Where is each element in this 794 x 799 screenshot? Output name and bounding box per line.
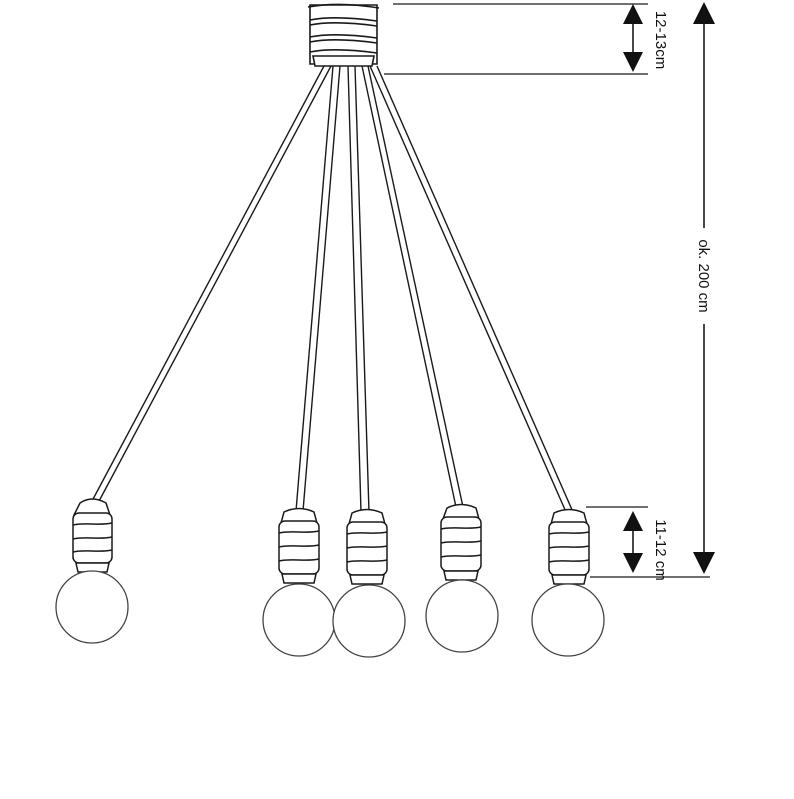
- cable: [376, 65, 574, 513]
- arrow-down-icon: [693, 552, 715, 574]
- socket-base: [551, 574, 587, 585]
- cables: [91, 65, 574, 513]
- light-bulb: [55, 570, 129, 644]
- arrow-up-icon: [623, 4, 643, 24]
- socket-cap: [348, 508, 386, 525]
- socket-base: [75, 562, 110, 573]
- cable: [361, 65, 457, 508]
- socket-ring: [548, 545, 590, 549]
- arrow-down-icon: [623, 553, 643, 573]
- label-backdrop: [697, 228, 713, 324]
- cable: [302, 65, 341, 512]
- light-bulb: [262, 583, 336, 657]
- light-bulb: [531, 583, 605, 657]
- canopy-collar: [312, 55, 375, 67]
- socket-ring: [346, 559, 388, 563]
- socket-ring: [278, 530, 320, 534]
- cable: [347, 65, 362, 513]
- arrow-up-icon: [623, 511, 643, 531]
- socket-ring: [346, 545, 388, 549]
- socket-ring: [72, 549, 113, 553]
- socket-cap: [441, 503, 480, 520]
- canopy-band: [309, 48, 378, 54]
- socket-cap: [550, 508, 588, 525]
- socket-ring: [440, 526, 482, 530]
- pendant-lamp: [262, 507, 336, 657]
- total-length-label: ok. 200 cm: [695, 239, 712, 312]
- socket-ring: [278, 544, 320, 548]
- canopy-band: [309, 38, 378, 44]
- pendant-lamp: [425, 503, 499, 653]
- arrow-up-icon: [693, 2, 715, 24]
- socket: [440, 516, 482, 572]
- total-length-dimension: ok. 200 cm: [693, 2, 715, 574]
- socket: [278, 520, 320, 575]
- socket: [346, 521, 388, 576]
- socket-ring: [346, 531, 388, 535]
- socket-ring: [440, 554, 482, 558]
- canopy: [307, 3, 380, 67]
- cable: [91, 65, 325, 502]
- socket-base: [349, 574, 385, 585]
- socket-ring: [72, 536, 113, 540]
- canopy-band: [309, 21, 378, 27]
- arrow-down-icon: [623, 52, 643, 72]
- canopy-height-dimension: 12-13cm: [384, 3, 669, 75]
- canopy-band: [309, 16, 378, 22]
- socket-ring: [72, 522, 113, 526]
- light-bulb: [425, 579, 499, 653]
- socket-ring: [548, 531, 590, 535]
- socket-height-label: 11-12 cm: [652, 519, 669, 580]
- canopy-band: [309, 33, 378, 39]
- cable: [367, 65, 464, 508]
- socket-ring: [548, 559, 590, 563]
- cable: [295, 65, 334, 512]
- socket-base: [443, 570, 479, 581]
- pendant-lamp: [332, 508, 406, 658]
- socket: [548, 521, 590, 576]
- socket-cap: [72, 498, 112, 516]
- cable: [369, 65, 567, 513]
- socket-base: [281, 573, 317, 584]
- socket-ring: [278, 558, 320, 562]
- socket-cap: [280, 507, 318, 524]
- canopy-band-top: [307, 3, 380, 9]
- canopy-height-label: 12-13cm: [652, 11, 669, 69]
- cable: [97, 65, 332, 504]
- pendant-lamp: [55, 498, 129, 644]
- pendant-lamp: [531, 508, 605, 657]
- light-bulb: [332, 584, 406, 658]
- socket-height-dimension: 11-12 cm: [586, 506, 710, 581]
- cable: [354, 65, 370, 513]
- socket-ring: [440, 540, 482, 544]
